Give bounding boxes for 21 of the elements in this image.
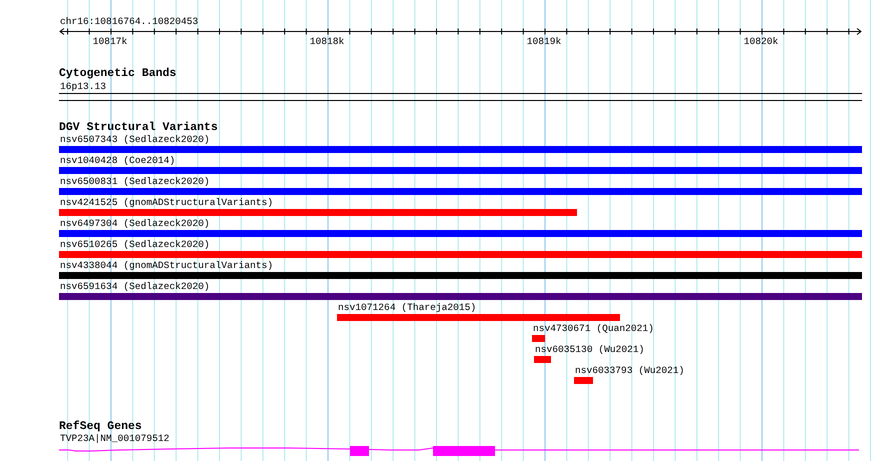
variant-label: nsv1071264 (Thareja2015) (337, 302, 476, 313)
variant-label: nsv6033793 (Wu2021) (574, 365, 684, 376)
variant-label: nsv6510265 (Sedlazeck2020) (59, 239, 210, 250)
tick-label: 10818k (310, 37, 344, 47)
track-title: DGV Structural Variants (59, 122, 218, 134)
track-title: Cytogenetic Bands (59, 68, 176, 80)
variant-label: nsv6507343 (Sedlazeck2020) (59, 134, 210, 145)
band-label: 16p13.13 (60, 82, 106, 92)
variant-label: nsv1040428 (Coe2014) (59, 155, 176, 166)
tick-label: 10819k (526, 37, 562, 47)
variant-label: nsv6497304 (Sedlazeck2020) (59, 218, 210, 229)
tick-label: 10820k (744, 37, 778, 47)
variant-label: nsv4241525 (gnomADStructuralVariants) (59, 197, 274, 208)
tick-label: 10817k (92, 37, 128, 47)
variant-label: nsv6500831 (Sedlazeck2020) (59, 176, 210, 187)
variant-label: nsv6035130 (Wu2021) (534, 344, 644, 355)
variant-label: nsv4338044 (gnomADStructuralVariants) (59, 260, 274, 271)
gene-label: TVP23A|NM_001079512 (59, 434, 170, 444)
locus-heading: chr16:10816764..10820453 (60, 17, 198, 27)
variant-label: nsv4730671 (Quan2021) (532, 323, 654, 334)
variant-label: nsv6591634 (Sedlazeck2020) (59, 281, 210, 292)
